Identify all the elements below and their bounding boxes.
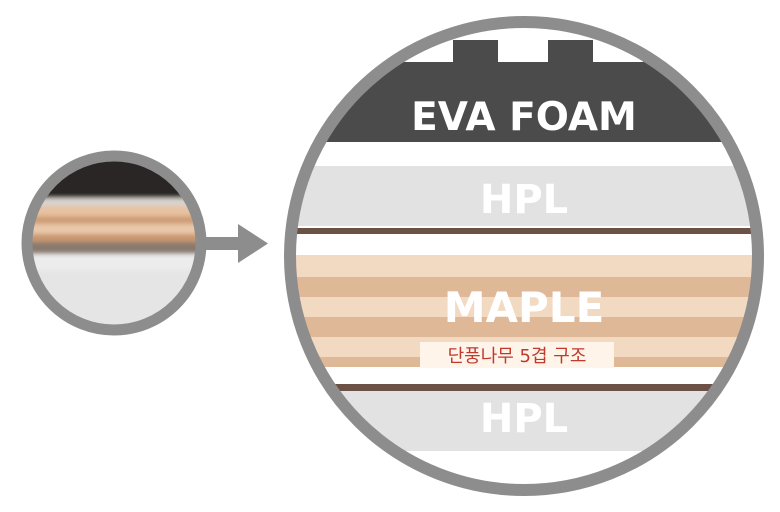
magnified-cross-section: EVA FOAM HPL MAPLE 단풍나무 5겹 구조 HPL (284, 16, 764, 496)
magnifier-ring (284, 16, 764, 496)
thumbnail-ring (21, 150, 207, 336)
maple-note-backdrop (420, 342, 614, 368)
zoom-arrow-icon (205, 224, 268, 263)
glue-line-top (290, 228, 758, 234)
hpl-top-label: HPL (480, 177, 568, 223)
hpl-top-layer (290, 166, 758, 226)
maple-note: 단풍나무 5겹 구조 (448, 346, 587, 367)
glue-line-bottom (290, 384, 758, 391)
photo-thumbnail (21, 150, 207, 336)
hpl-bottom-label: HPL (480, 396, 568, 442)
eva-foam-label: EVA FOAM (411, 95, 637, 140)
maple-label: MAPLE (444, 283, 605, 332)
